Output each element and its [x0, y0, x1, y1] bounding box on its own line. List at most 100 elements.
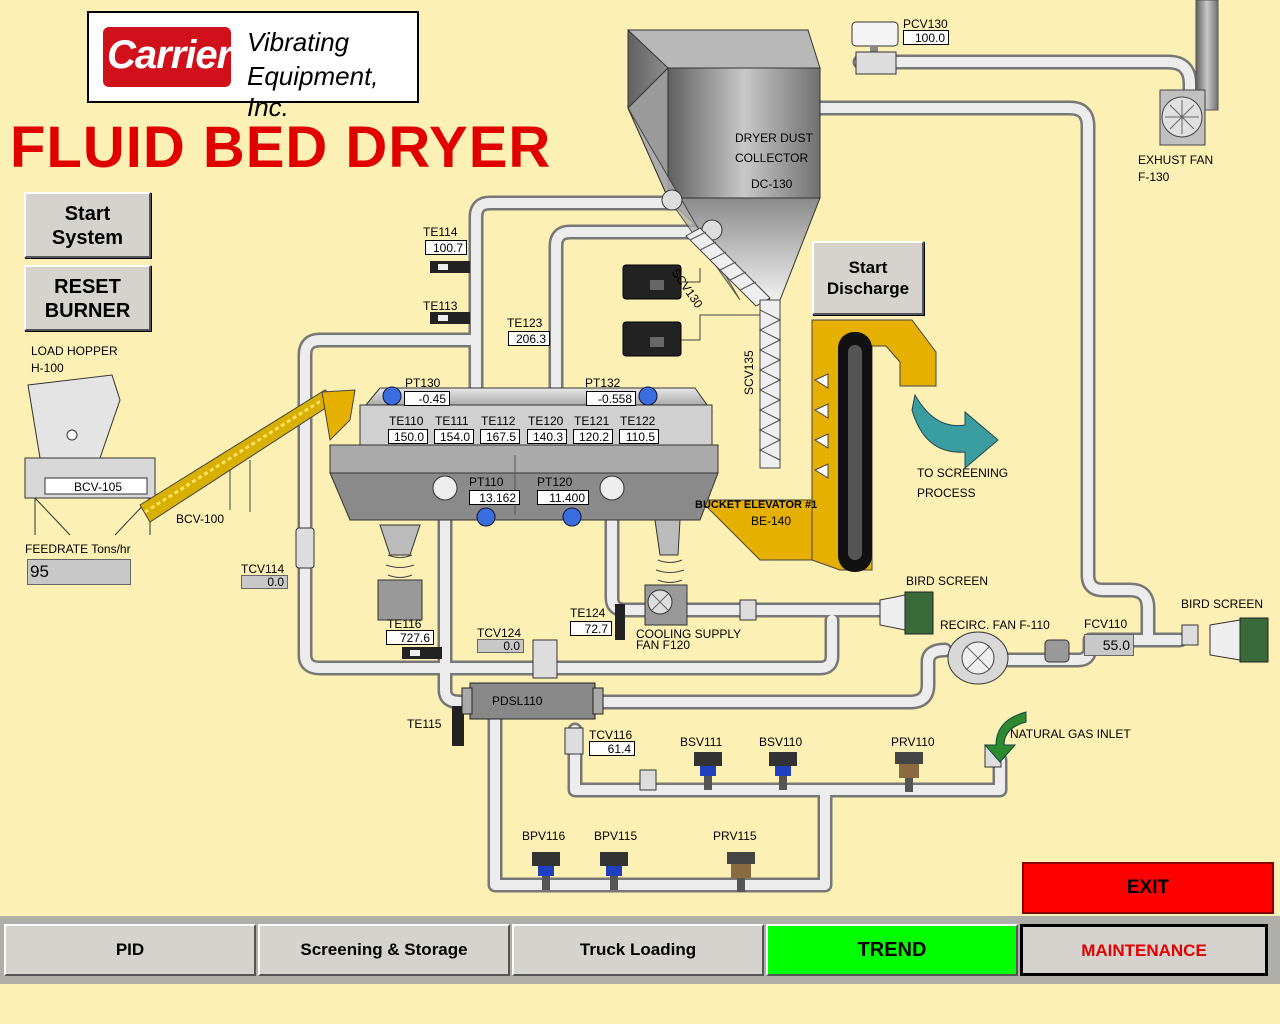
exhaust-fan-icon: [1159, 89, 1206, 146]
bird-screen-label-1: BIRD SCREEN: [906, 574, 989, 588]
exhaust-fan-label-2: F-130: [1138, 170, 1170, 184]
fcv110-value: 55.0: [1084, 634, 1134, 656]
start-system-button[interactable]: Start System: [24, 192, 151, 258]
bcv100-conveyor-icon: [139, 389, 356, 523]
pt120-label: PT120: [537, 475, 573, 489]
te115-label: TE115: [407, 717, 442, 731]
cooling-fan-label-1: COOLING SUPPLY: [636, 627, 742, 641]
bird-screen-icons: [879, 591, 1269, 663]
tcv124-label: TCV124: [477, 626, 522, 640]
company-logo: Carrier Vibrating Equipment, Inc.: [87, 11, 419, 122]
te114-label: TE114: [423, 225, 458, 239]
pressure-gauge-icons: [382, 386, 658, 527]
te123-label: TE123: [507, 316, 543, 330]
reset-burner-label-1: RESET: [54, 276, 121, 298]
dust-collector-label-1: DRYER DUST: [735, 131, 813, 145]
pcv130-label: PCV130: [903, 17, 948, 31]
bucket-elevator-label-1: BUCKET ELEVATOR #1: [695, 499, 818, 511]
pt120-value: 11.400: [537, 490, 589, 505]
dryer-body-icon: [329, 387, 719, 626]
exhaust-fan-label-1: EXHUST FAN: [1138, 153, 1214, 167]
bsv110-label: BSV110: [759, 735, 803, 749]
te122-value: 110.5: [619, 429, 659, 444]
te124-label: TE124: [570, 606, 606, 620]
te110-label: TE110: [389, 414, 424, 428]
recirc-fan-label: RECIRC. FAN F-110: [940, 618, 1050, 632]
hopper-label-1: LOAD HOPPER: [31, 344, 118, 358]
te114-value: 100.7: [425, 240, 467, 255]
bcv100-label: BCV-100: [176, 512, 225, 526]
bsv111-label: BSV111: [680, 735, 723, 749]
te110-value: 150.0: [388, 429, 428, 444]
dust-collector-label-2: COLLECTOR: [735, 151, 809, 165]
to-screening-label-1: TO SCREENING: [917, 466, 1009, 480]
nav-pid-button[interactable]: PID: [4, 924, 256, 976]
fcv110-label: FCV110: [1084, 617, 1128, 631]
pt132-value: -0.558: [586, 391, 636, 406]
te124-value: 72.7: [570, 621, 612, 636]
scv130-screw-conveyor: [685, 227, 771, 307]
exit-button[interactable]: EXIT: [1022, 862, 1274, 914]
logo-line1: Vibrating: [247, 27, 350, 57]
pcv130-valve-icon: [851, 21, 899, 75]
gas-inlet-arrow-icon: [983, 711, 1027, 763]
reset-burner-button[interactable]: RESET BURNER: [24, 265, 151, 331]
te112-label: TE112: [481, 414, 516, 428]
feedrate-value[interactable]: 95: [27, 559, 131, 585]
bpv116-label: BPV116: [522, 829, 566, 843]
tcv114-value: 0.0: [241, 575, 288, 589]
bucket-elevator-label-2: BE-140: [751, 514, 792, 528]
scv135-screw-conveyor: [758, 299, 782, 469]
nav-trend-button[interactable]: TREND: [766, 924, 1018, 976]
te121-label: TE121: [574, 414, 610, 428]
nav-screening-button[interactable]: Screening & Storage: [258, 924, 510, 976]
te120-value: 140.3: [527, 429, 567, 444]
gas-valve-icons: [532, 752, 923, 892]
cooling-fan-icon: [647, 589, 673, 615]
te116-value: 727.6: [386, 630, 434, 645]
pt132-label: PT132: [585, 376, 621, 390]
tcv116-value: 61.4: [589, 741, 635, 756]
pdsl110-label: PDSL110: [492, 694, 543, 708]
te121-value: 120.2: [573, 429, 613, 444]
nav-trend-label: TREND: [857, 939, 927, 961]
nav-maintenance-label: MAINTENANCE: [1081, 941, 1207, 960]
nav-truck-loading-button[interactable]: Truck Loading: [512, 924, 764, 976]
scv135-label: SCV135: [742, 350, 756, 395]
start-discharge-button[interactable]: Start Discharge: [812, 241, 924, 315]
start-discharge-label-2: Discharge: [826, 279, 910, 298]
tcv114-label: TCV114: [241, 562, 285, 576]
bird-screen-label-2: BIRD SCREEN: [1181, 597, 1264, 611]
exit-label: EXIT: [1126, 877, 1170, 898]
nav-truck-loading-label: Truck Loading: [579, 940, 697, 959]
start-discharge-label-1: Start: [848, 258, 888, 277]
pt130-value: -0.45: [404, 391, 450, 406]
dust-collector-icon: [626, 29, 821, 301]
te111-label: TE111: [435, 414, 469, 428]
te116-label: TE116: [387, 617, 422, 631]
natural-gas-label: NATURAL GAS INLET: [1010, 727, 1131, 741]
pt130-label: PT130: [405, 376, 441, 390]
exhaust-stack: [1195, 0, 1219, 111]
te122-label: TE122: [620, 414, 656, 428]
dust-collector-label-3: DC-130: [751, 177, 793, 191]
page-title: FLUID BED DRYER: [10, 115, 552, 180]
pdsl110-icon: [461, 682, 604, 720]
pcv130-value: 100.0: [903, 30, 949, 45]
start-system-label-1: Start: [64, 203, 111, 225]
cooling-fan-label-2: FAN F120: [636, 638, 691, 652]
tcv124-value: 0.0: [477, 639, 524, 653]
nav-maintenance-button[interactable]: MAINTENANCE: [1020, 924, 1268, 976]
tcv116-label: TCV116: [589, 728, 633, 742]
start-system-label-2: System: [51, 227, 124, 249]
pt110-label: PT110: [469, 475, 504, 489]
logo-badge: [103, 27, 231, 87]
sensor-icons: [402, 261, 625, 746]
to-screening-arrow-icon: [911, 393, 999, 470]
prv110-label: PRV110: [891, 735, 935, 749]
bucket-elevator-icon: [698, 319, 937, 572]
te113-label: TE113: [423, 299, 458, 313]
to-screening-label-2: PROCESS: [917, 486, 976, 500]
hopper-label-2: H-100: [31, 361, 64, 375]
scv-motor-icons: [622, 264, 760, 357]
